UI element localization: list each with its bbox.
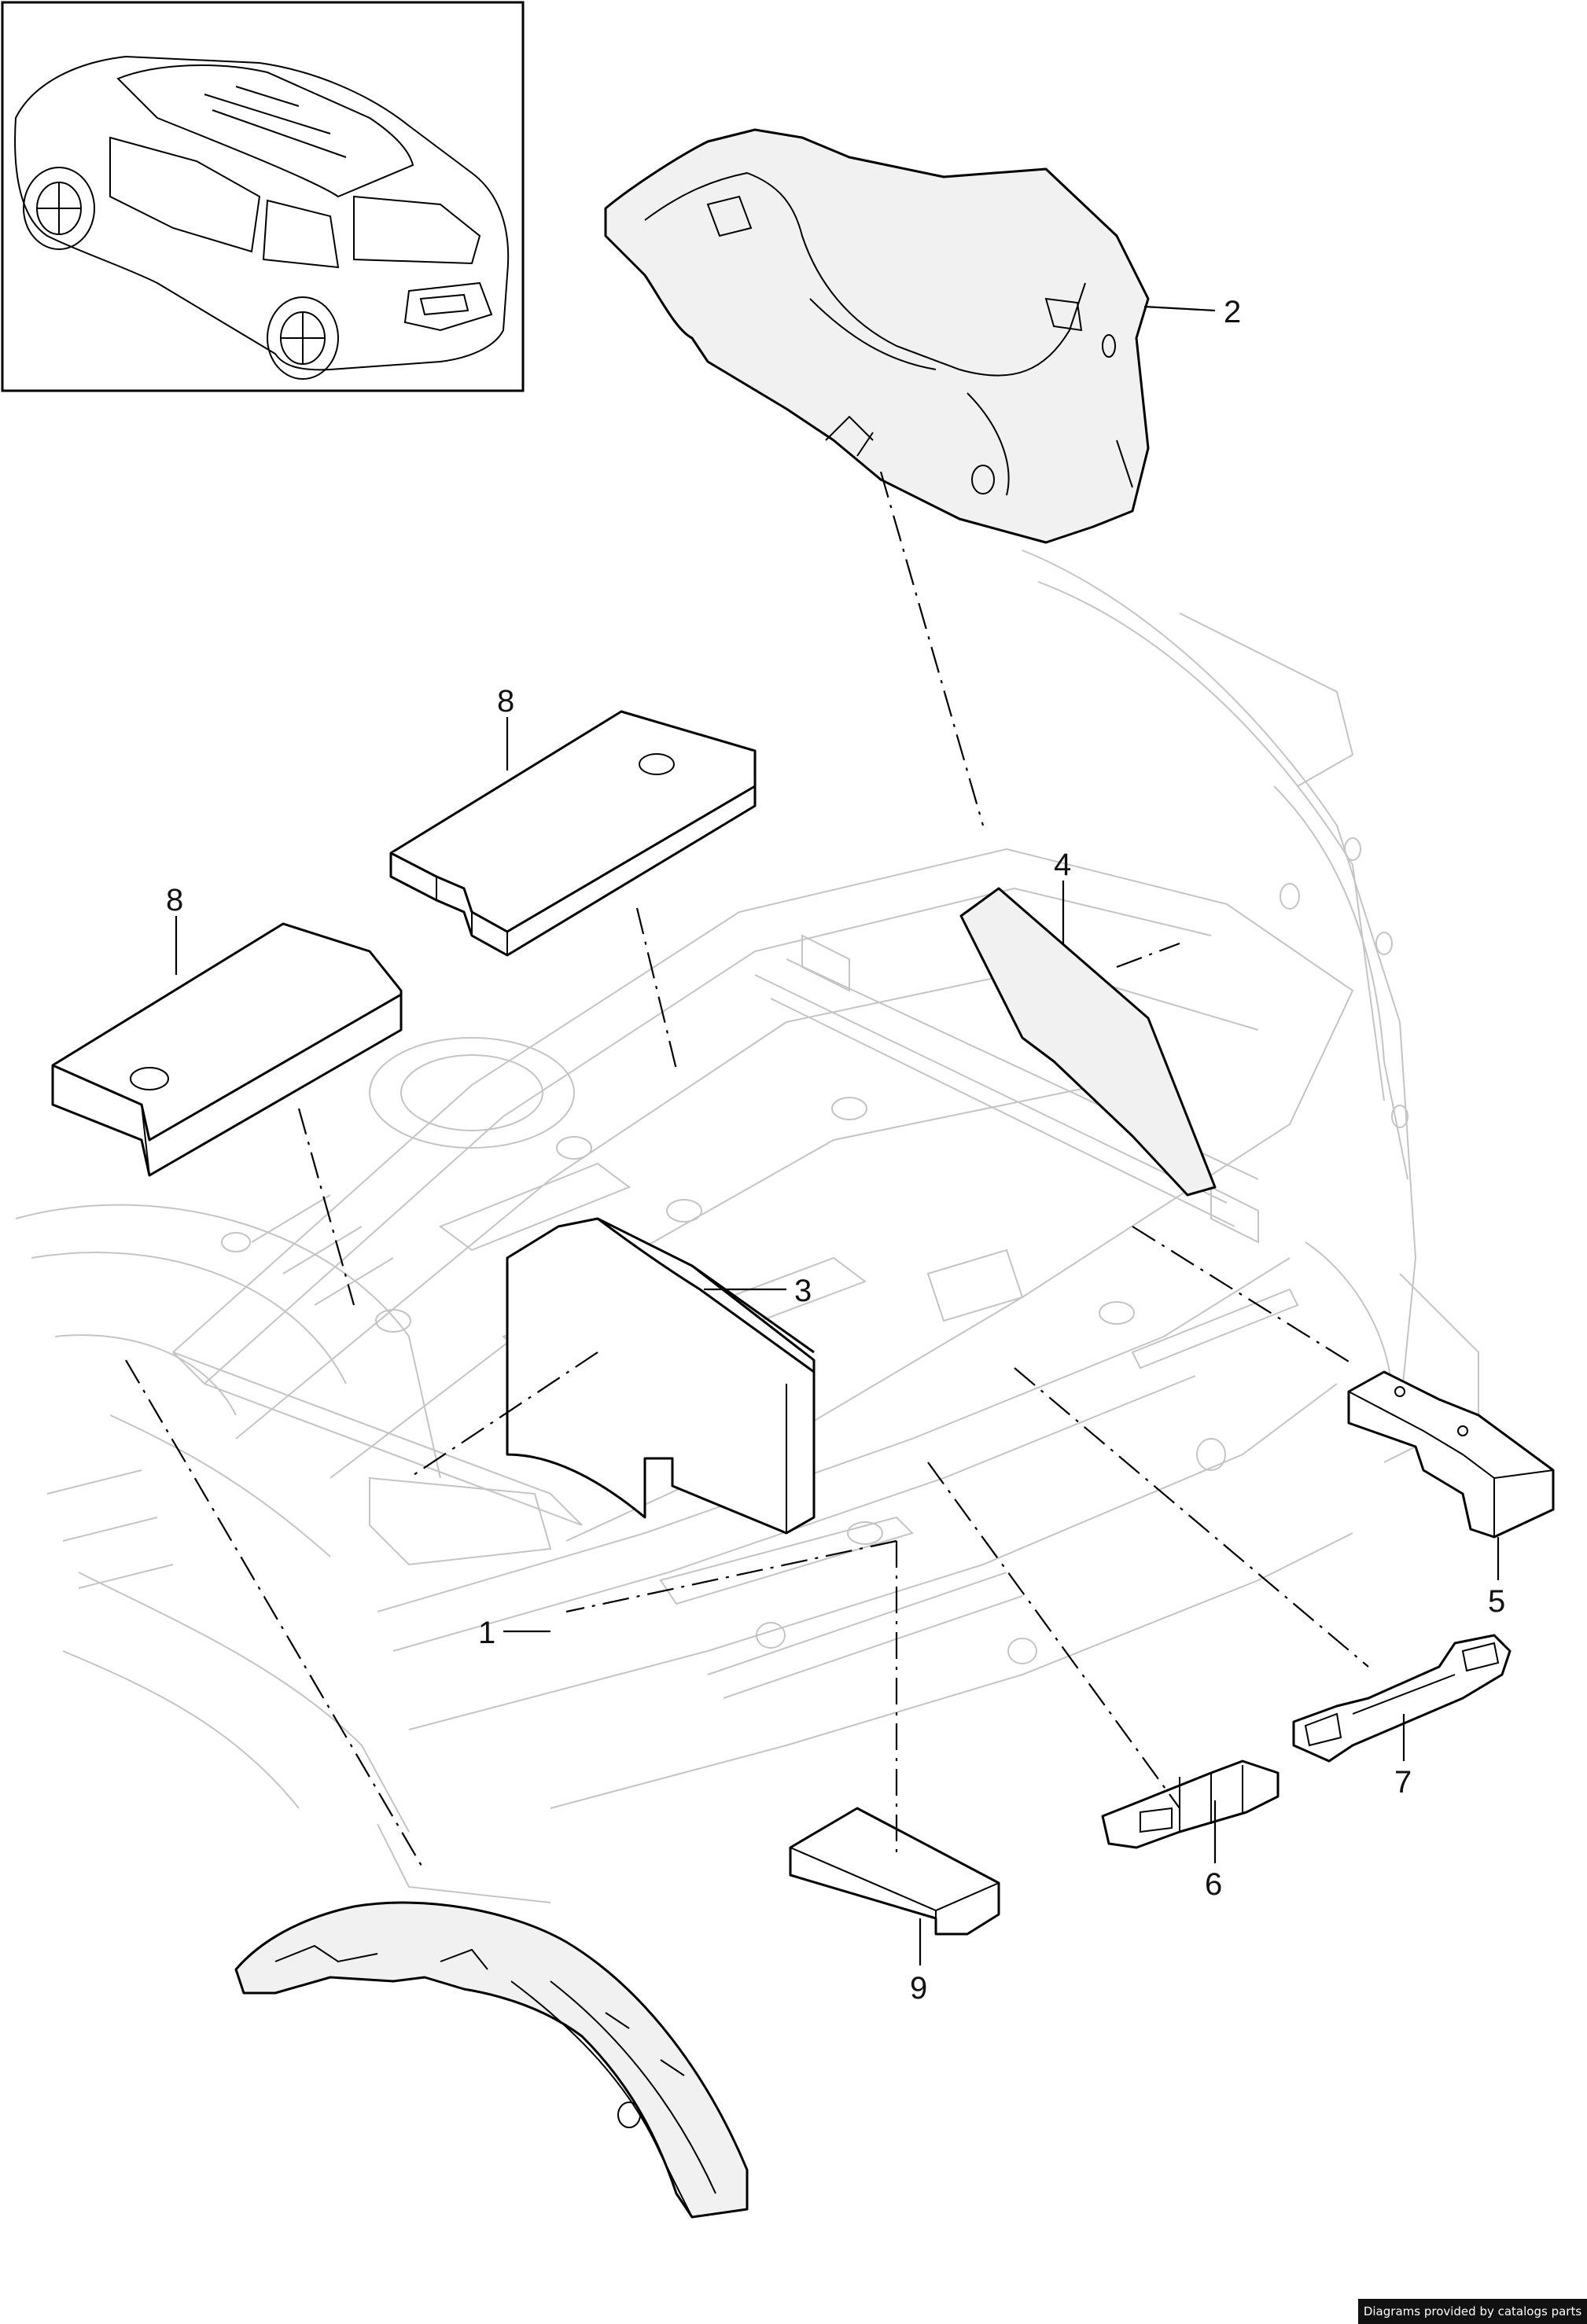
- callout-6: 6: [1205, 1867, 1222, 1902]
- part-3-large-foam: [506, 1217, 816, 1535]
- assembly-lines: [125, 471, 1369, 1872]
- callout-8-upper: 8: [497, 684, 514, 719]
- part-5-foam-bracket: [1347, 1370, 1555, 1539]
- callout-4: 4: [1054, 848, 1071, 882]
- ghost-body-structure: [15, 550, 1479, 1903]
- callout-7: 7: [1394, 1765, 1412, 1800]
- callout-2: 2: [1224, 295, 1241, 329]
- credit-banner: Diagrams provided by catalogs parts: [1358, 2299, 1587, 2324]
- part-9-small-foam: [789, 1807, 1000, 1936]
- part-8-upper-foam-block: [389, 710, 757, 957]
- part-4-side-panel: [959, 887, 1217, 1197]
- callout-1: 1: [478, 1616, 495, 1650]
- part-1-wheel-arch-liner: [234, 1901, 749, 2219]
- callout-3: 3: [794, 1274, 812, 1308]
- part-7-clip-bracket: [1292, 1634, 1512, 1763]
- callout-8-lower: 8: [166, 883, 183, 917]
- leader-lines: [175, 305, 1500, 1965]
- callout-9: 9: [910, 1971, 927, 2006]
- part-2-quarter-trim: [604, 128, 1150, 544]
- part-6-small-bracket: [1101, 1760, 1280, 1849]
- vehicle-thumbnail: [1, 1, 525, 392]
- part-8-lower-foam-block: [51, 922, 403, 1177]
- callout-numbers: 2 8 8 4 3 5 7 6 9 1: [166, 295, 1505, 2006]
- callout-5: 5: [1488, 1584, 1505, 1619]
